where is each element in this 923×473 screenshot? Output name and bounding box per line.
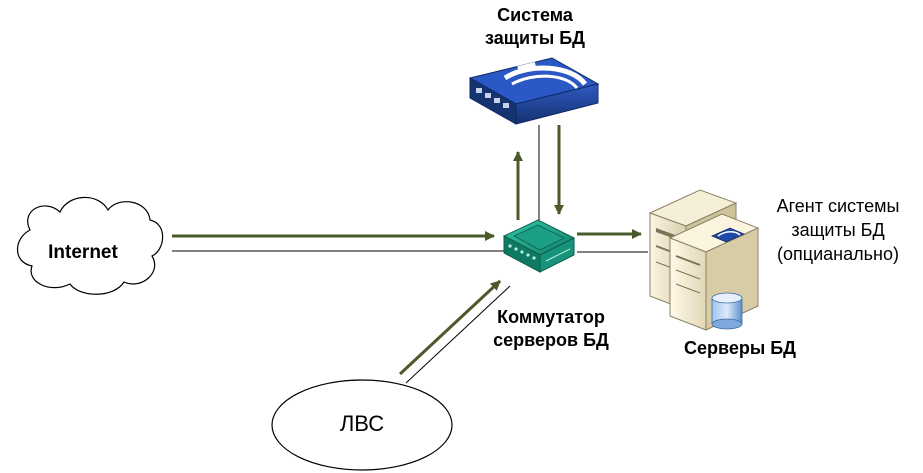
connection-lines (172, 125, 648, 384)
agent-label-line2: защиты БД (791, 220, 885, 240)
internet-cloud (16, 196, 164, 295)
protection-system-label-line2: защиты БД (485, 28, 585, 48)
agent-label: Агент системы защиты БД (опцианально) (758, 194, 918, 266)
switch-label-line2: серверов БД (493, 330, 609, 350)
agent-label-line3: (опцианально) (777, 244, 899, 264)
internet-label: Internet (48, 242, 118, 263)
db-servers (648, 189, 760, 331)
switch-device (502, 219, 576, 273)
lan-label: ЛВС (339, 411, 385, 436)
protection-system-label: Система защиты БД (440, 4, 630, 50)
switch-label: Коммутатор серверов БД (466, 306, 636, 352)
lan-to-switch-arrow (398, 279, 502, 376)
lan-ellipse (271, 379, 453, 471)
protection-appliance (468, 57, 600, 125)
agent-label-line1: Агент системы (776, 196, 900, 216)
switch-label-line1: Коммутатор (497, 307, 605, 327)
servers-label: Серверы БД (684, 338, 796, 358)
lan-switch-link (405, 285, 511, 384)
protection-system-label-line1: Система (497, 5, 573, 25)
database-icon (711, 292, 743, 330)
